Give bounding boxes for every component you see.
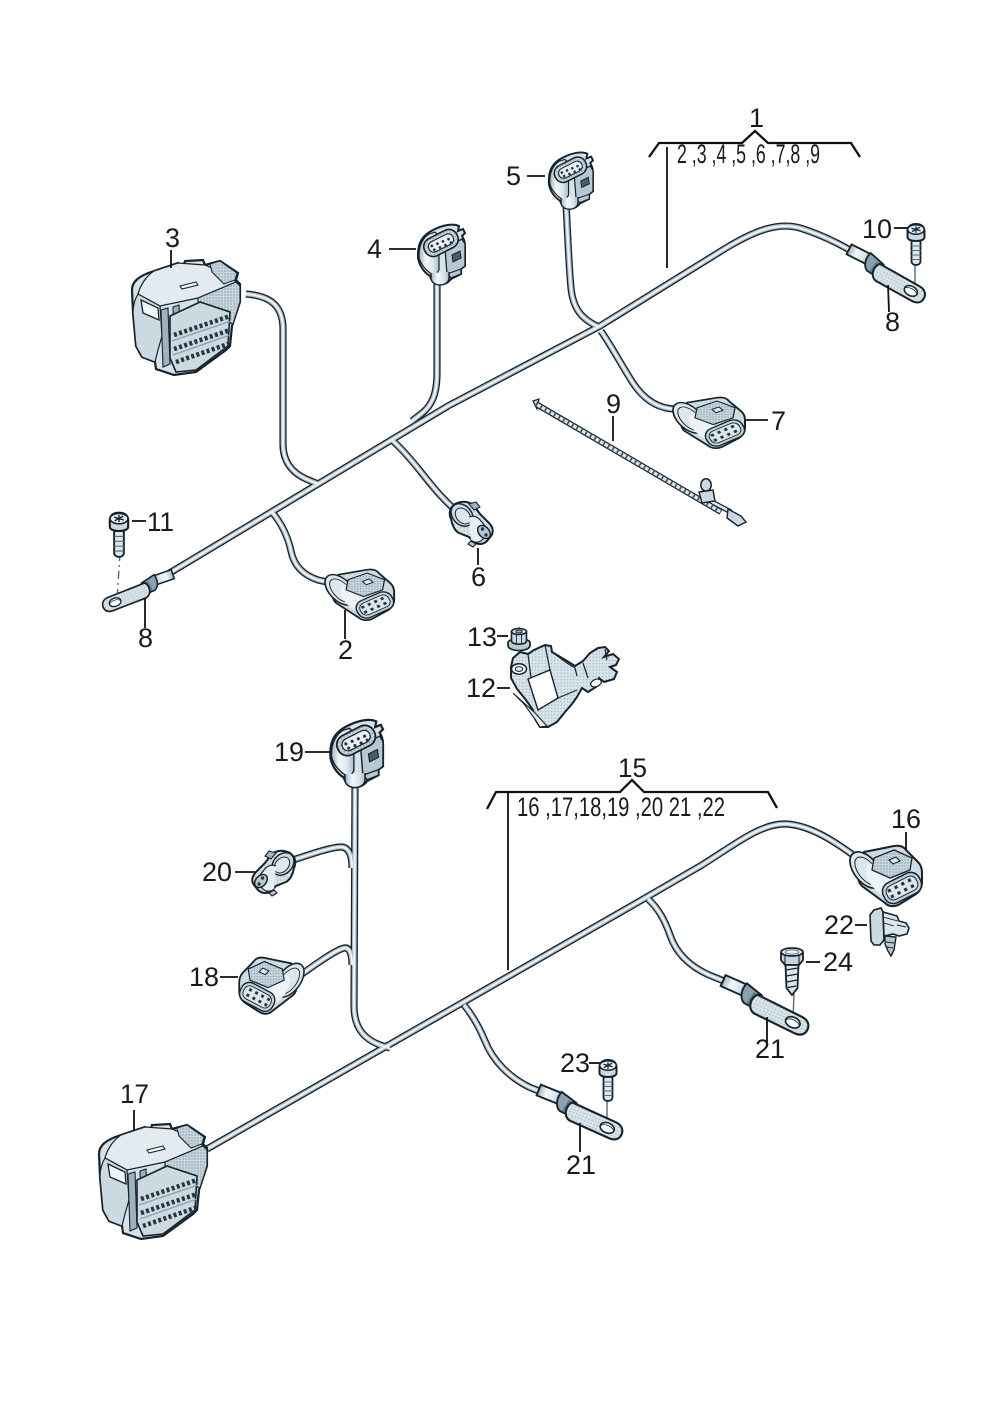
svg-text:6: 6	[471, 562, 486, 592]
svg-text:19: 19	[274, 737, 304, 767]
svg-text:2 ,3 ,4 ,5 ,6 ,7,8 ,9: 2 ,3 ,4 ,5 ,6 ,7,8 ,9	[677, 139, 820, 169]
svg-text:1: 1	[749, 103, 764, 133]
svg-text:18: 18	[189, 962, 219, 992]
svg-text:5: 5	[506, 161, 521, 191]
svg-text:23: 23	[560, 1048, 590, 1078]
svg-text:17: 17	[120, 1079, 149, 1109]
svg-text:7: 7	[771, 406, 786, 436]
svg-text:11: 11	[147, 507, 174, 537]
svg-text:10: 10	[862, 214, 892, 244]
svg-text:12: 12	[466, 673, 496, 703]
svg-text:15: 15	[618, 753, 647, 783]
svg-text:8: 8	[885, 307, 900, 337]
svg-text:21: 21	[566, 1150, 596, 1180]
svg-text:4: 4	[367, 234, 382, 264]
svg-text:16: 16	[891, 804, 921, 834]
svg-text:22: 22	[824, 910, 854, 940]
svg-text:8: 8	[138, 623, 153, 653]
svg-text:3: 3	[165, 223, 180, 253]
svg-text:2: 2	[338, 635, 353, 665]
svg-text:24: 24	[823, 947, 853, 977]
svg-text:13: 13	[467, 622, 497, 652]
svg-text:16 ,17,18,19 ,20 21 ,22: 16 ,17,18,19 ,20 21 ,22	[517, 792, 725, 822]
svg-text:9: 9	[606, 389, 621, 419]
svg-text:21: 21	[755, 1034, 785, 1064]
svg-text:20: 20	[202, 857, 232, 887]
